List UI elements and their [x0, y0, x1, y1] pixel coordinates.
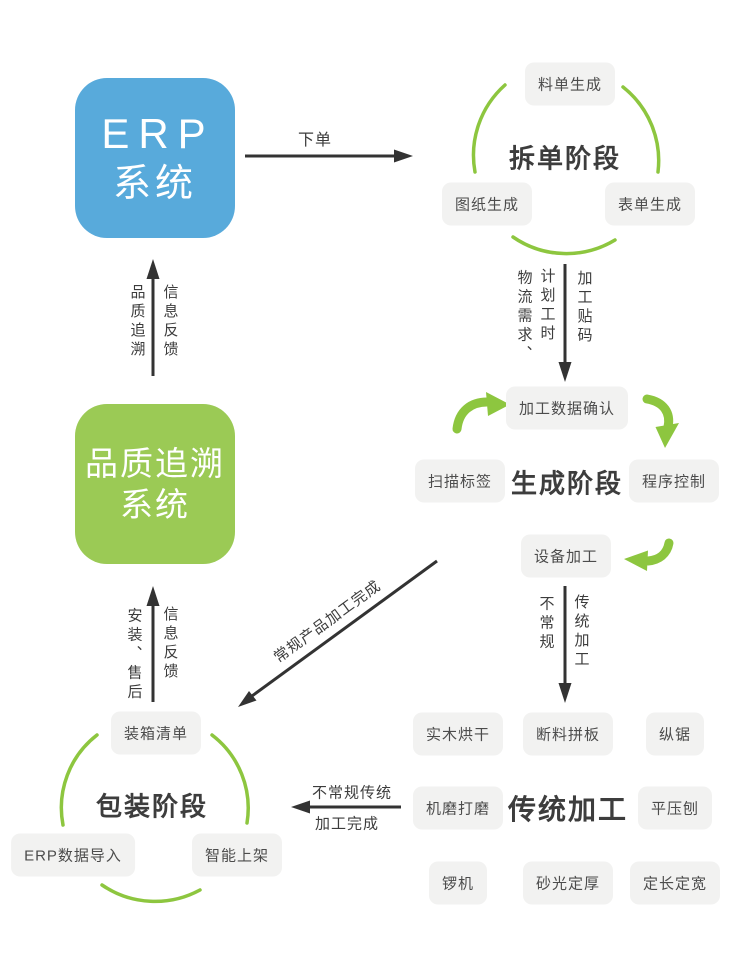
packing-stage-arcs [59, 733, 250, 904]
erp-system-label-line1: ERP [101, 110, 215, 157]
unconventional-done-arrow [291, 800, 401, 814]
swoosh-to-program-icon [642, 394, 679, 448]
feedback-up-arrow [146, 586, 160, 702]
generate-stage-title: 生成阶段 [510, 468, 624, 499]
packing-arc-bottom [100, 883, 202, 904]
node-wood-drying: 实木烘干 [412, 712, 504, 756]
unconventional-done-label-line2: 加工完成 [314, 815, 380, 833]
packing-arc-left [59, 733, 99, 827]
split-arc-bottom [511, 235, 617, 256]
node-planer: 平压刨 [637, 786, 713, 830]
node-material-list: 料单生成 [524, 62, 616, 106]
traditional-processing-label: 传统加工 [572, 594, 590, 670]
quality-trace-system-box: 品质追溯 系统 [75, 404, 235, 564]
order-arrow [245, 149, 413, 163]
generate-cycle-arrows [452, 392, 679, 571]
split-arc-left [471, 83, 507, 174]
black-arrows [146, 149, 572, 814]
node-process-data-confirm: 加工数据确认 [505, 386, 629, 430]
quality-trace-label: 品质追溯 [128, 284, 146, 360]
node-fixed-length-width: 定长定宽 [629, 861, 721, 905]
packing-stage-title: 包装阶段 [95, 791, 209, 822]
quality-system-label-line1: 品质追溯 [85, 444, 225, 482]
info-feedback-bottom-label: 信息反馈 [161, 606, 179, 682]
split-stage-title: 拆单阶段 [508, 143, 622, 174]
quality-system-label-line2: 系统 [120, 486, 190, 523]
node-program-control: 程序控制 [628, 459, 720, 503]
packing-arc-right [210, 733, 250, 825]
split-stage-arcs [471, 83, 661, 256]
split-arc-right [621, 85, 661, 174]
install-after-sale-label: 安装、售后 [125, 607, 143, 703]
node-device-processing: 设备加工 [520, 534, 612, 578]
process-code-label: 加工贴码 [575, 270, 593, 346]
node-rip-saw: 纵锯 [645, 712, 705, 756]
traditional-stage-title: 传统加工 [507, 794, 629, 825]
swoosh-to-confirm-icon [452, 392, 510, 434]
node-erp-data-import: ERP数据导入 [11, 833, 135, 877]
node-form-gen: 表单生成 [604, 182, 696, 226]
plan-hours-label: 计划工时 [538, 268, 556, 344]
erp-system-box: ERP 系统 [75, 78, 235, 238]
node-machine-polish: 机磨打磨 [412, 786, 504, 830]
node-cut-panel: 断料拼板 [522, 712, 614, 756]
unconventional-label: 不常规 [537, 595, 555, 653]
order-arrow-label: 下单 [297, 132, 333, 149]
logistics-demand-label: 物流需求、 [515, 269, 533, 365]
node-scan-label: 扫描标签 [414, 459, 506, 503]
node-drawing-gen: 图纸生成 [441, 182, 533, 226]
node-packing-list: 装箱清单 [110, 711, 202, 755]
device-to-traditional-arrow [558, 586, 572, 703]
info-feedback-top-label: 信息反馈 [161, 284, 179, 360]
erp-system-label-line2: 系统 [112, 162, 197, 205]
node-smart-shelving: 智能上架 [191, 833, 283, 877]
swoosh-to-device-icon [624, 538, 674, 571]
regular-done-diagonal-arrow [238, 559, 438, 707]
split-to-confirm-arrow [558, 264, 572, 382]
unconventional-done-label-line1: 不常规传统 [311, 784, 393, 802]
node-sanding-thickness: 砂光定厚 [522, 861, 614, 905]
node-router-machine: 锣机 [428, 861, 488, 905]
quality-trace-up-arrow [146, 259, 160, 376]
